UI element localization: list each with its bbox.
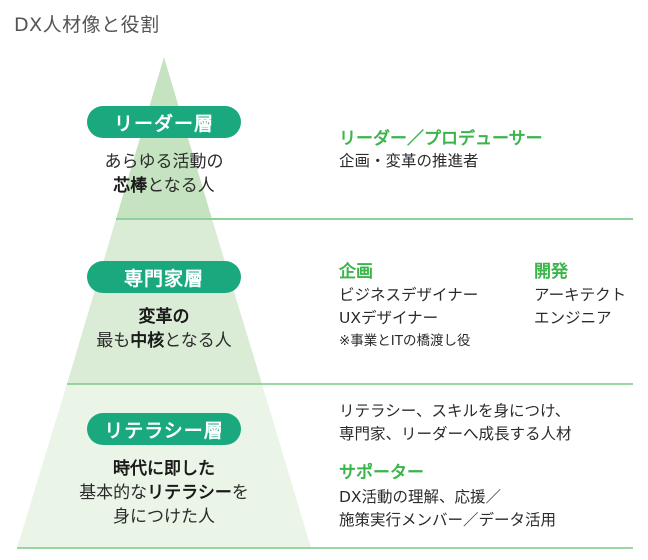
badge-label: リーダー層: [113, 112, 214, 135]
desc-bold: 芯棒: [113, 176, 148, 196]
desc-text: となる人: [147, 176, 215, 196]
expert-tier-badge: 専門家層: [87, 261, 241, 293]
desc-text: を: [231, 483, 249, 503]
desc-bold: 変革の: [138, 307, 190, 327]
desc-line: 身につけた人: [113, 507, 215, 527]
expert-tier-description: 変革の 最も中核となる人: [64, 305, 264, 353]
development-role-line: アーキテクト: [534, 286, 627, 304]
leader-tier-badge: リーダー層: [87, 106, 241, 138]
desc-line: 時代に即した: [44, 457, 284, 481]
leader-role-desc: 企画・変革の推進者: [339, 152, 479, 170]
planning-role-title: 企画: [339, 262, 373, 282]
supporter-role-line: DX活動の理解、応援／: [339, 488, 502, 506]
desc-text: 最も: [96, 331, 131, 351]
pyramid-tier-middle: [67, 219, 262, 384]
supporter-role-title: サポーター: [339, 463, 424, 483]
planning-role-line: UXデザイナー: [339, 309, 439, 327]
pyramid-tier-top: [116, 57, 212, 219]
desc-bold: 時代に即した: [113, 459, 215, 479]
desc-line: 変革の: [64, 305, 264, 329]
badge-label: リテラシー層: [104, 419, 224, 442]
desc-line: あらゆる活動の: [104, 152, 224, 172]
literacy-tier-description: 時代に即した 基本的なリテラシーを 身につけた人: [44, 457, 284, 529]
literacy-intro-line: リテラシー、スキルを身につけ、: [339, 402, 571, 420]
literacy-intro-line: 専門家、リーダーへ成長する人材: [339, 425, 572, 443]
desc-text: 基本的な: [79, 483, 148, 503]
desc-line: 基本的なリテラシーを: [44, 481, 284, 505]
page-title: DX人材像と役割: [14, 14, 160, 36]
development-role-title: 開発: [534, 262, 568, 282]
planning-role-note: ※事業とITの橋渡し役: [339, 333, 471, 349]
desc-text: となる人: [164, 331, 232, 351]
supporter-role-line: 施策実行メンバー／データ活用: [339, 511, 557, 529]
planning-role-line: ビジネスデザイナー: [339, 286, 479, 304]
leader-role-title: リーダー／プロデューサー: [339, 129, 543, 149]
desc-bold: リテラシー: [147, 483, 232, 503]
badge-label: 専門家層: [123, 267, 204, 290]
desc-line: 最も中核となる人: [64, 329, 264, 353]
desc-bold: 中核: [130, 331, 165, 351]
development-role-line: エンジニア: [534, 309, 612, 327]
leader-tier-description: あらゆる活動の 芯棒となる人: [64, 150, 264, 198]
desc-line: 芯棒となる人: [64, 174, 264, 198]
literacy-tier-badge: リテラシー層: [87, 413, 241, 445]
